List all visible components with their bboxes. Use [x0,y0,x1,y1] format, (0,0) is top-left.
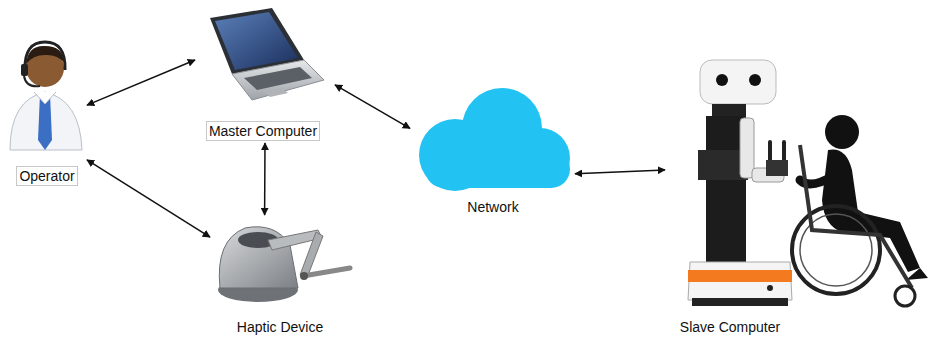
double-arrow [575,170,665,174]
node-caption: Master Computer [206,121,320,141]
operator-node: Operator [5,40,87,188]
double-arrow [87,60,195,105]
cloud-figure [419,88,570,191]
haptic-device-figure [218,227,350,302]
operator-figure [10,42,82,150]
wheelchair-figure [792,115,928,306]
haptic-device-node: Haptic Device [210,215,350,338]
double-arrow [264,143,266,215]
node-caption: Haptic Device [235,318,325,336]
node-caption: Network [465,198,520,216]
double-arrow [335,85,410,128]
master-computer-node: Master Computer [195,8,335,143]
node-caption: Slave Computer [678,318,782,336]
node-caption: Operator [16,166,77,186]
robot-figure [688,60,792,306]
double-arrow [87,160,210,237]
laptop-figure [210,8,324,100]
slave-computer-node: Slave Computer [665,55,930,338]
network-node: Network [410,88,575,218]
